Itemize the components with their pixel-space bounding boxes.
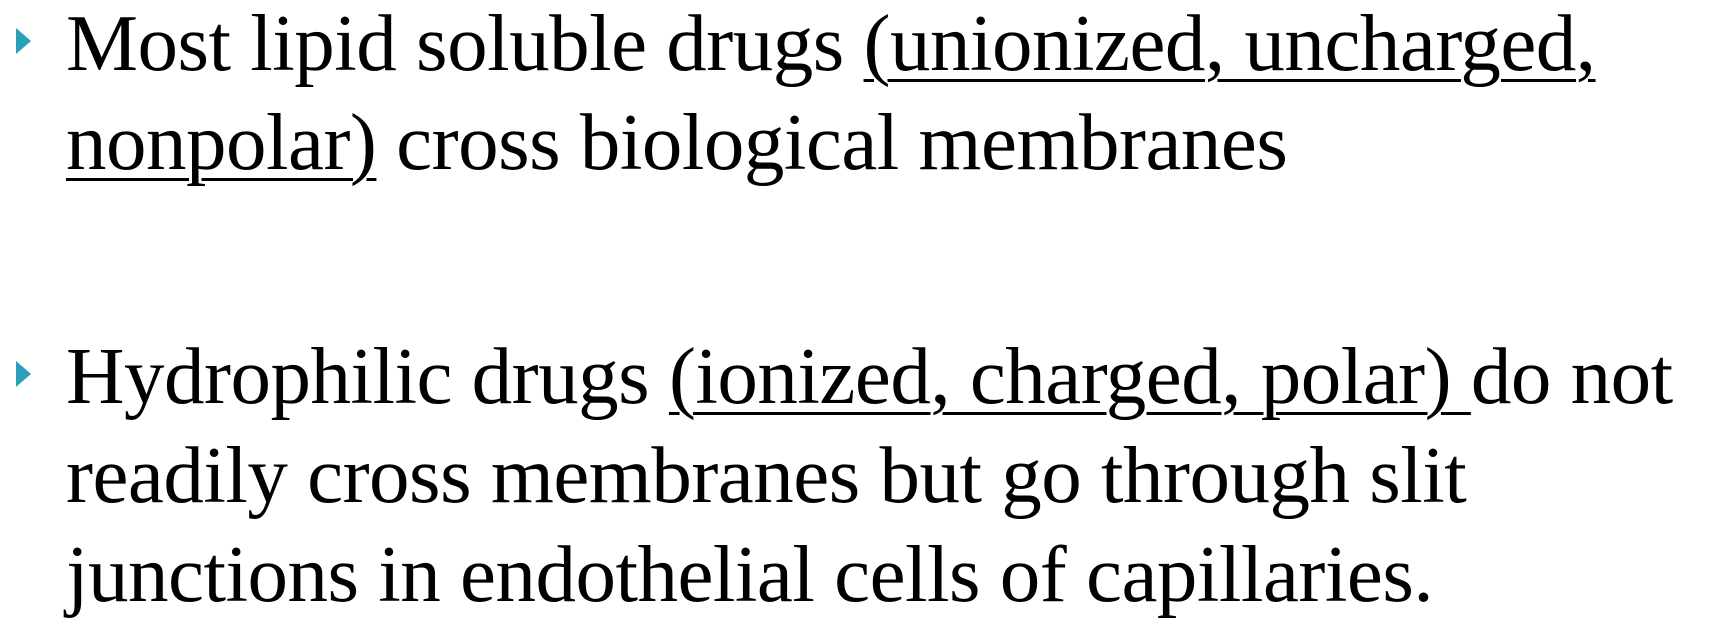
bullet-text-segment: cross biological membranes xyxy=(376,97,1288,187)
underlined-phrase: (unionized, uncharged, nonpolar) xyxy=(66,0,1596,187)
triangle-bullet-icon xyxy=(16,28,31,54)
triangle-bullet-icon xyxy=(16,361,31,387)
bullet-item-lipid-soluble: Most lipid soluble drugs (unionized, unc… xyxy=(66,0,1716,192)
bullet-item-hydrophilic: Hydrophilic drugs (ionized, charged, pol… xyxy=(66,327,1716,624)
bullet-text-segment: do not readily cross membranes but go th… xyxy=(66,331,1673,619)
bullet-text-segment: Most lipid soluble drugs xyxy=(66,0,864,88)
underlined-phrase: (ionized, charged, polar) xyxy=(668,331,1471,421)
bullet-text-segment: Hydrophilic drugs xyxy=(66,331,669,421)
